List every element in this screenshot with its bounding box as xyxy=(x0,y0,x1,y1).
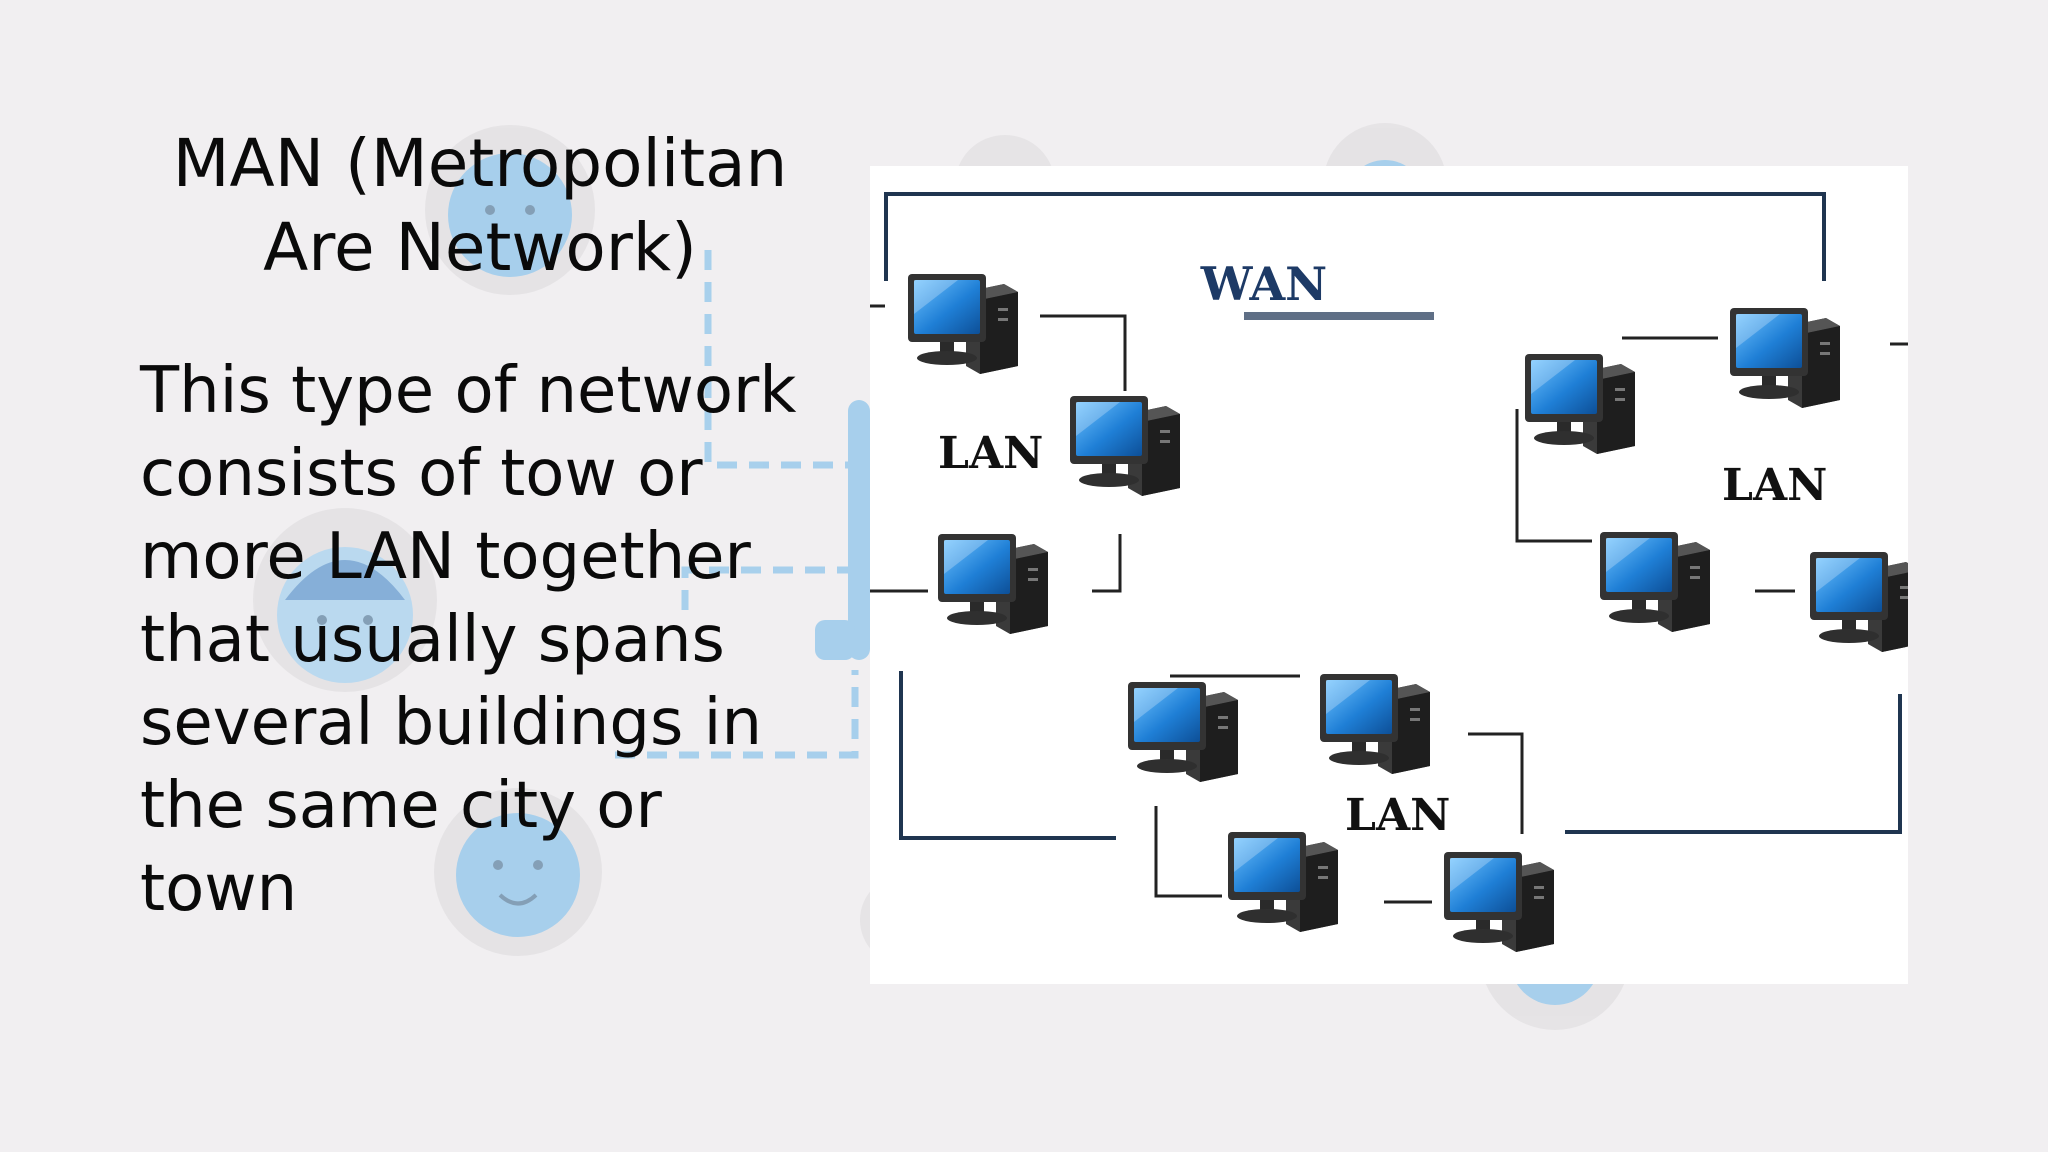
body-text-line: that usually spans xyxy=(140,603,725,677)
computer-icon xyxy=(938,534,1048,634)
background-dashed-connector xyxy=(681,566,860,610)
slide-title-line: Are Network) xyxy=(263,209,697,286)
lan-group-bottom xyxy=(1154,674,1524,904)
computer-icon xyxy=(1525,354,1635,454)
lan-label: LAN xyxy=(1345,790,1450,841)
background-dashed-connector xyxy=(704,250,860,469)
wan-frame xyxy=(884,192,1902,840)
background-dashed-connector xyxy=(615,670,859,759)
network-diagram-svg: WAN LAN LAN xyxy=(870,192,1908,952)
wan-label: WAN xyxy=(1200,257,1327,311)
lan-group-left xyxy=(870,304,1127,593)
background-avatar-icon xyxy=(425,125,595,295)
computer-icon xyxy=(1444,852,1554,952)
body-text-line: town xyxy=(140,852,298,926)
computer-icon xyxy=(1128,682,1238,782)
body-text-line: consists of tow or xyxy=(140,437,703,511)
slide-title-line: MAN (Metropolitan xyxy=(172,125,788,202)
lan-label: LAN xyxy=(1722,460,1827,511)
background-avatar-icon xyxy=(253,508,437,692)
computer-icon xyxy=(1320,674,1430,774)
computer-icon xyxy=(1228,832,1338,932)
background-hub-node xyxy=(815,620,855,660)
lan-group-right xyxy=(1515,336,1908,593)
body-text-line: more LAN together xyxy=(140,520,751,594)
computer-icon xyxy=(908,274,1018,374)
body-text-line: the same city or xyxy=(140,769,662,843)
computer-icon xyxy=(1730,308,1840,408)
background-hub-bar xyxy=(848,400,870,660)
body-text-line: several buildings in xyxy=(140,686,762,760)
wan-label-underline xyxy=(1244,312,1434,320)
background-avatar-icon xyxy=(434,788,602,956)
slide-title: MAN (Metropolitan Are Network) xyxy=(120,122,840,290)
computer-icon xyxy=(1600,532,1710,632)
computer-icon xyxy=(1810,552,1908,652)
body-text-line: This type of network xyxy=(140,354,797,428)
wan-lan-diagram: WAN LAN LAN xyxy=(870,166,1908,984)
slide-body-text: This type of network consists of tow or … xyxy=(140,350,840,931)
computer-icon xyxy=(1070,396,1180,496)
lan-label: LAN xyxy=(938,428,1043,479)
